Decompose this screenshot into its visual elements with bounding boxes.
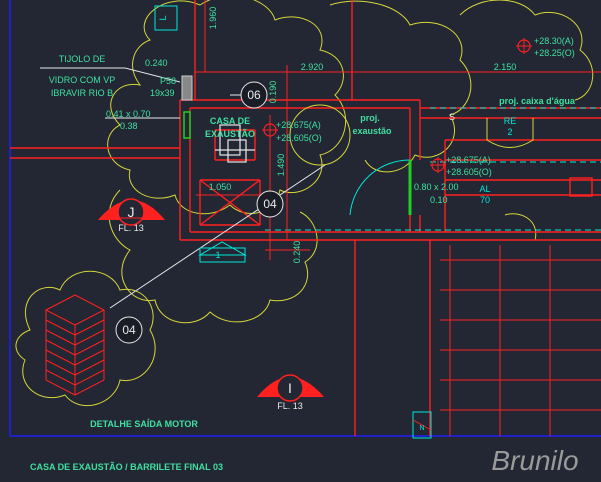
level-mid-a: +28.675(A) <box>276 120 321 130</box>
tijolo-label-2: VIDRO COM VP <box>49 75 116 85</box>
door-size: 0.80 x 2.00 <box>414 182 459 192</box>
callout-04-a: 04 <box>263 197 277 211</box>
stair-lines <box>440 245 601 436</box>
motor-detail <box>44 294 106 396</box>
mark-l <box>154 5 178 31</box>
level-mid-o: +28.605(O) <box>276 133 322 143</box>
detalhe-label: DETALHE SAÍDA MOTOR <box>90 419 198 429</box>
callout-06-circle <box>240 81 268 109</box>
section-j-sheet: FL. 13 <box>118 223 144 233</box>
leader-lines <box>40 67 326 309</box>
proj-label-1: proj. <box>360 113 380 123</box>
mark-1 <box>198 241 247 263</box>
proj-label-2: exaustão <box>352 126 392 136</box>
casa-label-1: CASA DE <box>210 116 250 126</box>
tijolo-label-3: IBRAVIR RIO B <box>51 88 113 98</box>
level-right-a: +28.675(A) <box>446 155 491 165</box>
callout-06: 06 <box>247 88 261 102</box>
callout-04a-circle <box>256 190 284 218</box>
level-mark-top-right <box>516 38 532 54</box>
re-label: RE <box>504 116 517 126</box>
dim-1490: 1.490 <box>276 154 286 177</box>
mark-n-text: N <box>419 425 424 432</box>
dimension-lines <box>195 0 601 260</box>
dim-1050: 1.050 <box>209 182 232 192</box>
drawing-frame <box>9 0 601 437</box>
callout-04b-circle <box>115 316 143 344</box>
al-label: AL <box>479 184 490 194</box>
dim-0240-top: 0.240 <box>145 58 168 68</box>
window-green <box>183 111 191 139</box>
level-right-o: +28.605(O) <box>446 167 492 177</box>
callout-04-b: 04 <box>122 323 136 337</box>
fan-unit-icon <box>215 124 255 163</box>
section-j-letter: J <box>128 204 135 220</box>
mark-n <box>412 411 432 439</box>
door-swing <box>349 159 411 216</box>
window-size: 0.41 x 0.70 <box>106 109 151 119</box>
proj-caixa-label: proj. caixa d'água <box>499 96 576 106</box>
section-marker-j <box>98 198 165 226</box>
dim-0240-side: 0.240 <box>292 241 302 264</box>
walls <box>10 0 601 436</box>
door-sill: 0.10 <box>430 195 448 205</box>
dim-2920: 2.920 <box>301 62 324 72</box>
mark-1-text: 1 <box>215 250 220 260</box>
mark-l-text: L <box>158 15 168 20</box>
level-top-right-a: +28.30(A) <box>534 36 574 46</box>
signature-watermark: Brunilo <box>491 445 578 476</box>
level-mark-mid <box>262 122 278 138</box>
window-glass <box>181 75 193 101</box>
projection-dashes <box>265 107 601 231</box>
water-tank <box>486 118 534 148</box>
level-top-right-o: +28.25(O) <box>534 48 575 58</box>
section-i-letter: I <box>288 380 292 396</box>
section-i-sheet: FL. 13 <box>277 401 303 411</box>
level-mark-right <box>430 157 446 173</box>
bottom-title: CASA DE EXAUSTÃO / BARRILETE FINAL 03 <box>30 462 223 472</box>
dim-0190: 0.190 <box>268 81 278 104</box>
s-mark: S <box>449 112 455 122</box>
section-marker-i <box>257 374 324 402</box>
window-sill: 0.38 <box>120 121 138 131</box>
casa-label-2: EXAUSTÃO <box>205 129 255 139</box>
re-num: 2 <box>507 127 512 137</box>
text-labels: TIJOLO DE VIDRO COM VP IBRAVIR RIO B P58… <box>30 7 579 476</box>
level-marks <box>262 38 532 173</box>
tree-outline <box>15 0 594 407</box>
tijolo-label-1: TIJOLO DE <box>59 54 106 64</box>
dim-1960: 1.960 <box>208 7 218 30</box>
dim-2150: 2.150 <box>494 62 517 72</box>
exhaust-circle <box>289 104 351 166</box>
p58-size: 19x39 <box>150 88 175 98</box>
al-num: 70 <box>480 195 490 205</box>
p58-label: P58 <box>160 76 176 86</box>
